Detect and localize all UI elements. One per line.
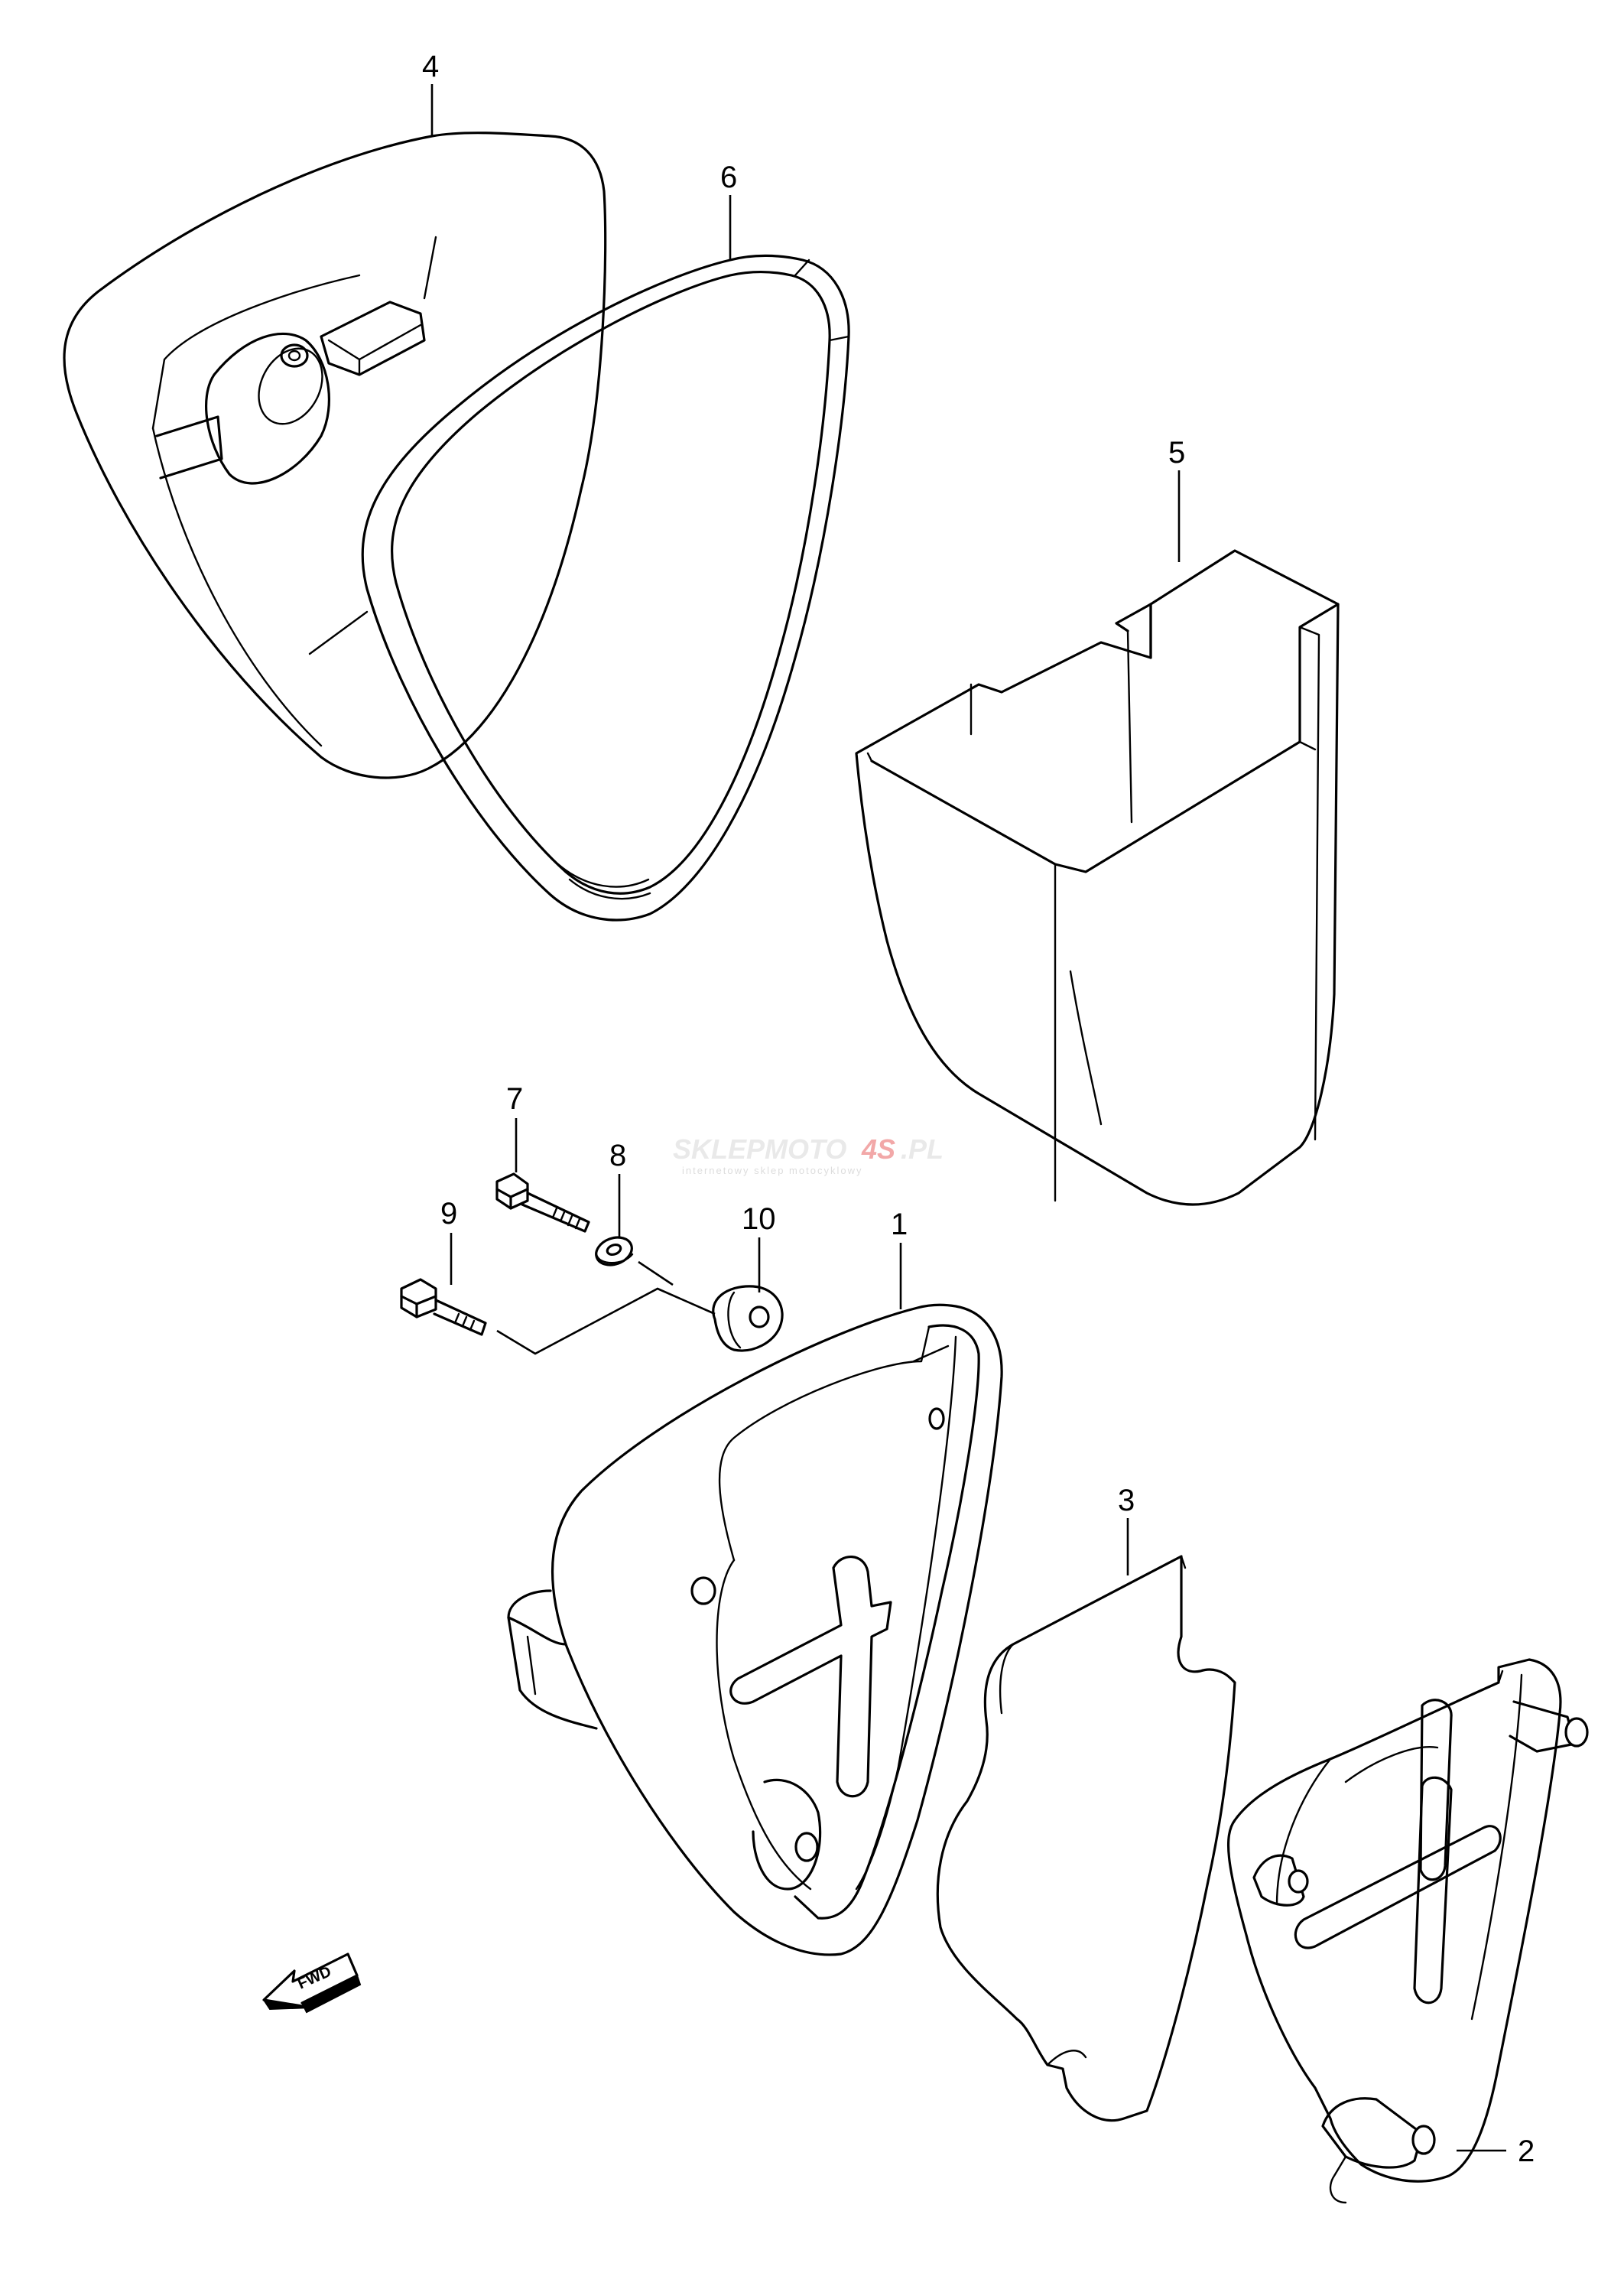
callouts: 4 6 5 7 8 9 10 1 3 2 bbox=[422, 50, 1535, 2168]
callout-8: 8 bbox=[609, 1139, 626, 1172]
part-3-pad bbox=[936, 1555, 1236, 2122]
part-6-gasket bbox=[361, 254, 850, 922]
part-4-side-cover bbox=[63, 132, 607, 779]
assembly-line-2 bbox=[638, 1260, 674, 1286]
callout-9: 9 bbox=[440, 1197, 457, 1231]
watermark: SKLEPMOTO 4S .PL internetowy sklep motoc… bbox=[673, 1133, 944, 1176]
part-8-washer bbox=[595, 1236, 634, 1266]
watermark-tagline: internetowy sklep motocyklowy bbox=[682, 1165, 862, 1176]
part-9-bolt bbox=[400, 1278, 487, 1336]
assembly-line bbox=[496, 1287, 716, 1355]
callout-2: 2 bbox=[1518, 2135, 1535, 2168]
watermark-text-a: SKLEPMOTO bbox=[673, 1133, 846, 1165]
callout-leaders bbox=[430, 84, 1506, 2152]
part-2-bracket bbox=[1226, 1658, 1589, 2204]
callout-3: 3 bbox=[1118, 1484, 1135, 1517]
part-10-grommet bbox=[712, 1285, 784, 1352]
watermark-text-b: 4S bbox=[861, 1133, 895, 1165]
callout-5: 5 bbox=[1168, 436, 1185, 470]
callout-1: 1 bbox=[891, 1208, 908, 1241]
callout-7: 7 bbox=[506, 1082, 523, 1116]
callout-6: 6 bbox=[720, 161, 737, 194]
watermark-text-c: .PL bbox=[901, 1133, 944, 1165]
fwd-arrow-icon: FWD bbox=[262, 1952, 362, 2014]
callout-4: 4 bbox=[422, 50, 439, 83]
part-7-bolt bbox=[495, 1172, 590, 1233]
part-1-front-cover bbox=[507, 1303, 1003, 1956]
callout-10: 10 bbox=[742, 1202, 776, 1236]
part-5-inner-box bbox=[855, 549, 1340, 1206]
